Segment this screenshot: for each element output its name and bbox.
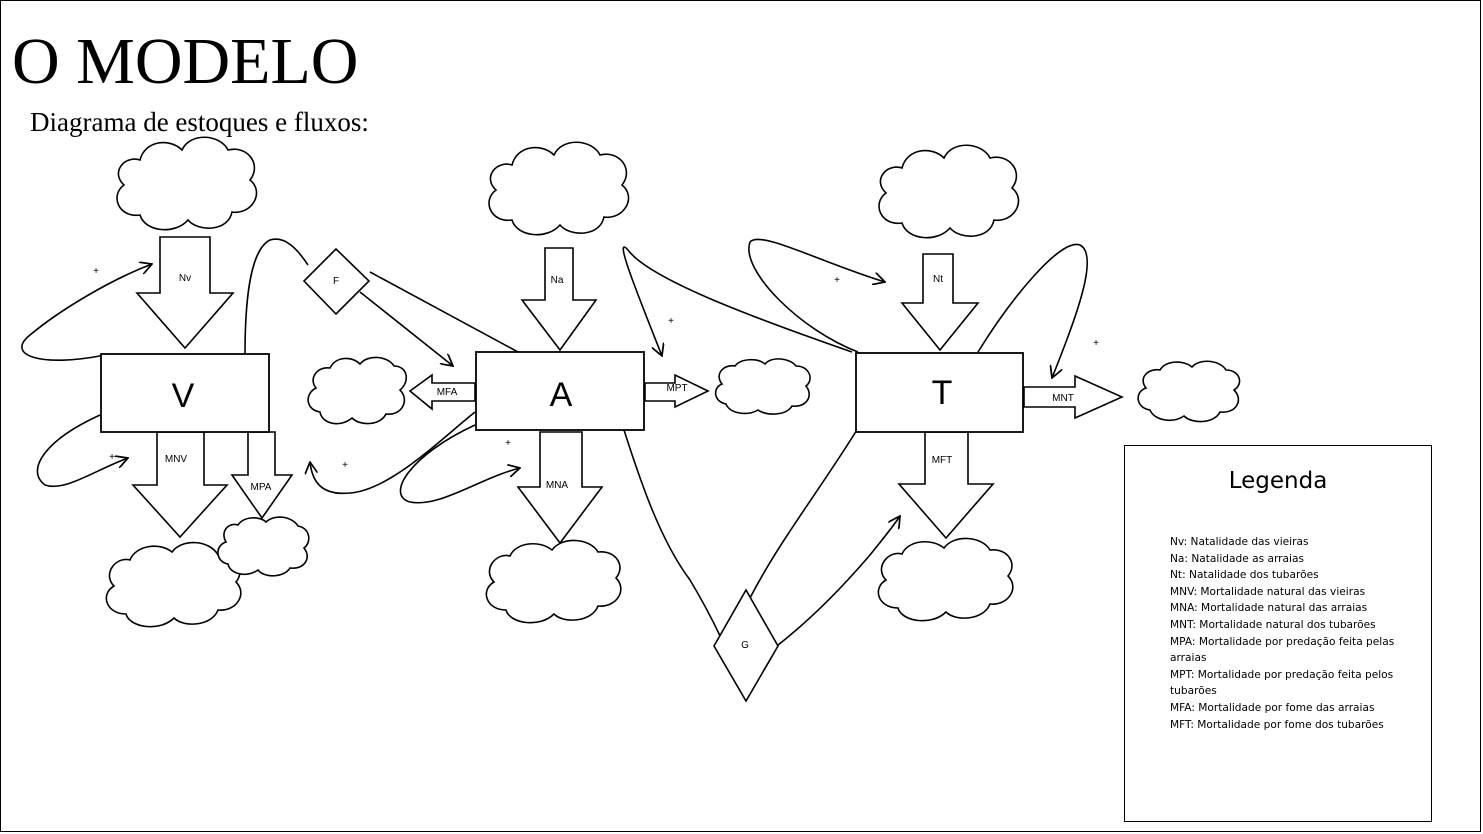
cloud-sink-mft [877, 537, 1014, 622]
converter-g-label: G [741, 640, 749, 651]
legend-box: Legenda Nv: Natalidade das vieiras Na: N… [1124, 445, 1432, 822]
link-v-to-mnv [36, 414, 128, 488]
link-f-to-a [359, 291, 453, 366]
flow-arrow-mpt [644, 373, 710, 409]
link-t-to-nt [748, 238, 885, 353]
flow-label-mpt: MPT [666, 383, 687, 394]
link-a-to-mna [399, 424, 520, 504]
link-v-to-nv [21, 264, 152, 361]
polarity-sign-mnv: + [109, 452, 115, 463]
legend-item: MNV: Mortalidade natural das vieiras [1170, 585, 1366, 598]
stock-a-label: A [550, 376, 573, 414]
stock-a [475, 351, 645, 431]
legend-item: MFT: Mortalidade por fome dos tubarões [1170, 718, 1384, 731]
flow-label-mfa: MFA [437, 387, 458, 398]
flow-arrow-mpa [230, 431, 294, 520]
converter-f [302, 247, 371, 316]
flow-label-mna: MNA [546, 480, 569, 491]
flow-arrow-nv [135, 236, 235, 350]
flow-label-mnv: MNV [165, 454, 188, 465]
link-t-to-mnt [977, 243, 1089, 378]
flow-label-nv: Nv [179, 273, 191, 284]
flow-arrow-na [520, 247, 598, 352]
legend-item: MPA: Mortalidade por predação feita pela… [1170, 635, 1395, 665]
polarity-sign-nt: + [834, 275, 840, 286]
flow-arrow-mna [516, 431, 604, 545]
cloud-sink-mnt [1137, 360, 1241, 423]
stock-t [855, 352, 1024, 433]
stock-v [100, 353, 270, 433]
link-g-to-mft [777, 516, 900, 646]
page-title: O MODELO [12, 25, 359, 98]
flow-arrow-mnt [1023, 374, 1124, 420]
legend-item: MNT: Mortalidade natural dos tubarões [1170, 618, 1376, 631]
cloud-sink-mpa [217, 516, 310, 577]
cloud-source-nv [116, 136, 258, 231]
cloud-sink-mfa [307, 356, 407, 425]
link-t-to-mpt [622, 246, 853, 356]
link-v-to-f [244, 238, 309, 356]
legend-item: Na: Natalidade as arraias [1170, 552, 1304, 565]
flow-arrow-mfa [408, 373, 476, 411]
converter-g [713, 588, 779, 703]
link-a-to-f [369, 271, 519, 353]
flow-label-na: Na [551, 275, 564, 286]
legend-title: Legenda [1228, 468, 1328, 494]
polarity-sign-nv: + [93, 266, 99, 277]
legend-item: Nt: Natalidade dos tubarões [1170, 569, 1319, 582]
flow-label-mft: MFT [932, 455, 953, 466]
cloud-sink-mnv [105, 541, 242, 628]
stock-v-label: V [172, 377, 195, 415]
flow-arrow-mnv [131, 431, 229, 539]
flow-arrow-mft [897, 431, 995, 540]
legend-item: MFA: Mortalidade por fome das arraias [1170, 701, 1375, 714]
cloud-source-nt [878, 144, 1020, 239]
polarity-sign-mnt: + [1093, 338, 1099, 349]
cloud-sink-mna [485, 539, 622, 624]
flow-arrow-nt [900, 253, 980, 352]
cloud-sink-mpt [714, 358, 811, 415]
polarity-sign-mpa: + [342, 460, 348, 471]
page-subtitle: Diagrama de estoques e fluxos: [30, 107, 369, 137]
converter-f-label: F [333, 276, 339, 287]
polarity-sign-mna: + [505, 438, 511, 449]
link-a-to-g [623, 429, 723, 641]
stock-t-label: T [932, 374, 953, 412]
link-t-to-g [749, 424, 861, 599]
legend-list: Nv: Natalidade das vieiras Na: Natalidad… [1170, 534, 1395, 733]
legend-item: MNA: Mortalidade natural das arraias [1170, 602, 1368, 615]
flow-label-mnt: MNT [1052, 393, 1074, 404]
cloud-source-na [488, 141, 630, 236]
legend-item: MPT: Mortalidade por predação feita pelo… [1170, 668, 1394, 698]
legend-item: Nv: Natalidade das vieiras [1170, 536, 1309, 548]
polarity-sign-mpt: + [668, 316, 674, 327]
link-a-to-mpa [310, 411, 476, 495]
flow-label-mpa: MPA [251, 482, 272, 493]
flow-label-nt: Nt [933, 274, 943, 285]
